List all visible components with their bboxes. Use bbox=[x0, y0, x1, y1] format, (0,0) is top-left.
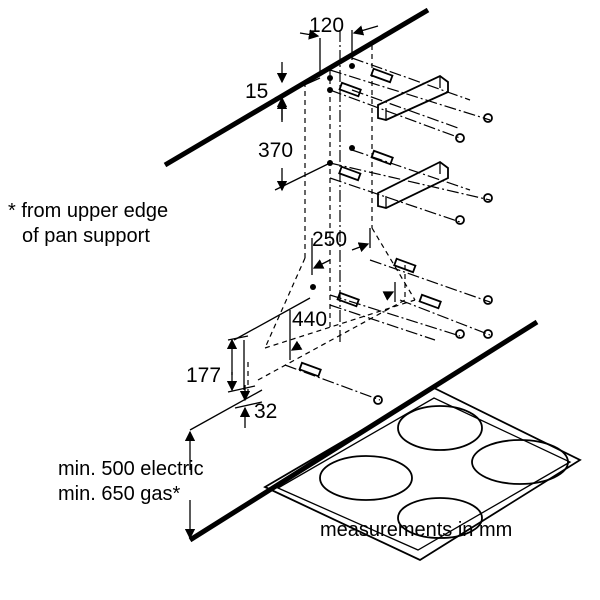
dim-32 bbox=[234, 385, 263, 428]
hob bbox=[263, 386, 582, 562]
footnote-line1: * from upper edge bbox=[8, 200, 168, 222]
bracket-lower bbox=[377, 160, 449, 209]
min-electric-label: min. 500 electric bbox=[58, 458, 204, 480]
ceiling-line bbox=[163, 7, 430, 168]
footnote-line2: of pan support bbox=[22, 225, 150, 247]
dim-120 bbox=[299, 25, 379, 75]
bracket-upper bbox=[377, 74, 449, 121]
dim-370-label: 370 bbox=[258, 139, 293, 162]
dim-370 bbox=[274, 98, 331, 192]
hob-burner-left bbox=[319, 455, 413, 501]
dim-440-label: 440 bbox=[292, 308, 327, 331]
dim-177-label: 177 bbox=[186, 364, 221, 387]
hob-burner-right bbox=[471, 439, 569, 485]
dim-32-label: 32 bbox=[254, 400, 277, 423]
hob-burner-front bbox=[397, 497, 483, 539]
dim-15-label: 15 bbox=[245, 80, 268, 103]
guide-line-2 bbox=[233, 297, 311, 341]
units-note: measurements in mm bbox=[320, 519, 512, 541]
dim-250-label: 250 bbox=[312, 228, 347, 251]
dim-177 bbox=[226, 335, 256, 393]
dim-250 bbox=[311, 228, 371, 275]
min-gas-label: min. 650 gas* bbox=[58, 483, 181, 505]
guide-line bbox=[189, 389, 263, 431]
dim-440 bbox=[289, 282, 396, 360]
screws bbox=[284, 57, 493, 405]
chimney-outline bbox=[247, 30, 416, 395]
dim-120-label: 120 bbox=[309, 14, 344, 37]
hob-burner-rear bbox=[397, 405, 483, 451]
worktop-line bbox=[188, 319, 539, 543]
